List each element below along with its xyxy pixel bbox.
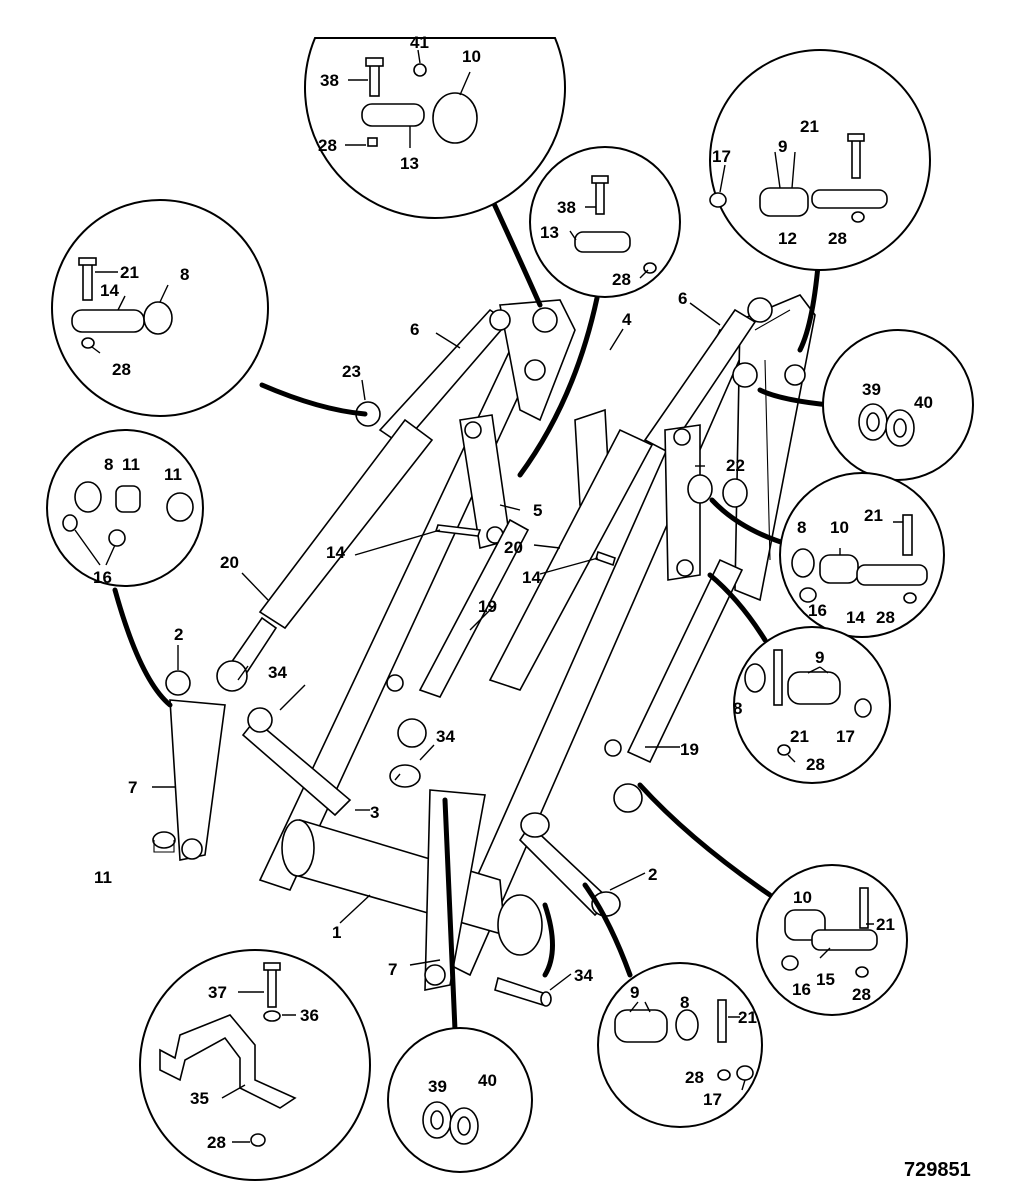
callout-11: 11 — [122, 455, 140, 474]
callout-10: 10 — [830, 518, 849, 537]
drawing-number: 729851 — [904, 1159, 971, 1181]
callout-10: 10 — [462, 47, 481, 66]
callout-20: 20 — [220, 553, 239, 572]
callout-28: 28 — [806, 755, 825, 774]
callout-6: 6 — [678, 289, 687, 308]
bushing-11 — [152, 831, 176, 853]
callout-11: 11 — [164, 465, 182, 484]
callout-40: 40 — [914, 393, 933, 412]
callout-36: 36 — [300, 1006, 319, 1025]
callout-leaders — [152, 302, 721, 991]
callout-14: 14 — [326, 543, 345, 562]
callout-17: 17 — [712, 147, 731, 166]
callout-40: 40 — [478, 1071, 497, 1090]
bubble-upper-mid: 38 13 28 — [529, 146, 681, 298]
callout-14: 14 — [846, 608, 865, 627]
main-callouts: 2 7 11 1 3 34 34 20 14 19 20 5 14 22 19 … — [94, 289, 745, 985]
callout-13: 13 — [540, 223, 559, 242]
callout-8: 8 — [180, 265, 189, 284]
callout-7: 7 — [388, 960, 397, 979]
bubble-right-mid: 8 10 21 16 14 28 — [779, 472, 945, 638]
callout-28: 28 — [612, 270, 631, 289]
callout-28: 28 — [876, 608, 895, 627]
callout-16: 16 — [792, 980, 811, 999]
callout-38: 38 — [557, 198, 576, 217]
callout-2: 2 — [174, 625, 183, 644]
callout-28: 28 — [112, 360, 131, 379]
callout-10: 10 — [793, 888, 812, 907]
callout-1: 1 — [332, 923, 341, 942]
bubble-right-lower: 9 8 21 17 28 — [733, 626, 891, 784]
bubble-bottom-midright: 9 8 21 28 17 — [597, 962, 763, 1128]
callout-12: 12 — [778, 229, 797, 248]
callout-8: 8 — [733, 699, 742, 718]
callout-22: 22 — [726, 456, 745, 475]
bubble-upper-left: 21 8 14 28 — [51, 199, 269, 417]
callout-35: 35 — [190, 1089, 209, 1108]
callout-17: 17 — [703, 1090, 722, 1109]
callout-7: 7 — [128, 778, 137, 797]
callout-28: 28 — [207, 1133, 226, 1152]
callout-39: 39 — [428, 1077, 447, 1096]
callout-21: 21 — [864, 506, 883, 525]
callout-8: 8 — [680, 993, 689, 1012]
callout-20: 20 — [504, 538, 523, 557]
callout-21: 21 — [800, 117, 819, 136]
callout-21: 21 — [790, 727, 809, 746]
callout-9: 9 — [815, 648, 824, 667]
callout-16: 16 — [93, 568, 112, 587]
callout-15: 15 — [816, 970, 835, 989]
callout-38: 38 — [320, 71, 339, 90]
callout-28: 28 — [685, 1068, 704, 1087]
callout-14: 14 — [522, 568, 541, 587]
callout-11: 11 — [94, 868, 112, 887]
callout-6: 6 — [410, 320, 419, 339]
callout-39: 39 — [862, 380, 881, 399]
bubble-bottom-right: 10 21 16 15 28 — [756, 864, 908, 1016]
callout-4: 4 — [622, 310, 632, 329]
bubble-right-washers: 39 40 — [822, 329, 974, 481]
callout-34: 34 — [268, 663, 287, 682]
callout-34: 34 — [574, 966, 593, 985]
callout-5: 5 — [533, 501, 542, 520]
callout-41: 41 — [410, 33, 429, 52]
callout-21: 21 — [876, 915, 895, 934]
callout-21: 21 — [120, 263, 139, 282]
callout-23: 23 — [342, 362, 361, 381]
callout-14: 14 — [100, 281, 119, 300]
callout-8: 8 — [797, 518, 806, 537]
callout-37: 37 — [208, 983, 227, 1002]
callout-16: 16 — [808, 601, 827, 620]
callout-13: 13 — [400, 154, 419, 173]
callout-8: 8 — [104, 455, 113, 474]
bubble-upper-right: 17 9 21 12 28 — [709, 49, 931, 271]
bubble-left-mid: 8 11 11 16 — [46, 429, 204, 587]
callout-34: 34 — [436, 727, 455, 746]
callout-19: 19 — [680, 740, 699, 759]
bubble-bottom-left: 37 36 35 28 — [139, 949, 371, 1181]
callout-19: 19 — [478, 597, 497, 616]
bubble-top: 38 41 10 28 13 — [304, 33, 566, 219]
callout-3: 3 — [370, 803, 379, 822]
callout-2: 2 — [648, 865, 657, 884]
callout-28: 28 — [852, 985, 871, 1004]
callout-17: 17 — [836, 727, 855, 746]
callout-21: 21 — [738, 1008, 757, 1027]
main-assembly — [165, 294, 816, 991]
callout-28: 28 — [318, 136, 337, 155]
callout-9: 9 — [778, 137, 787, 156]
bubble-bottom-mid: 39 40 — [387, 1027, 533, 1173]
pin-34 — [494, 976, 552, 1007]
callout-28: 28 — [828, 229, 847, 248]
callout-9: 9 — [630, 983, 639, 1002]
